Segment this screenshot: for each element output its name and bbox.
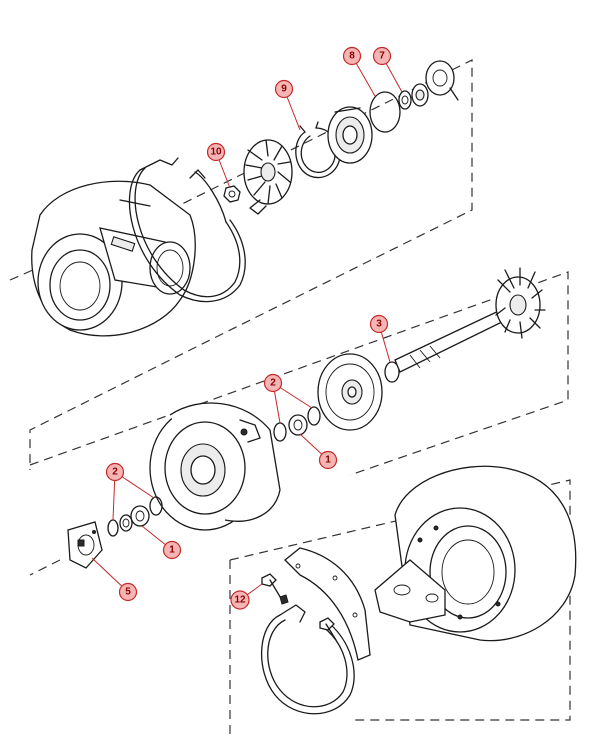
compressor-clamp-band <box>128 157 246 303</box>
callout-10: 10 <box>206 142 226 162</box>
callout-12: 12 <box>230 590 250 610</box>
callout-2-lower-label: 2 <box>112 467 118 478</box>
turbine-v-band-clamp <box>260 604 355 715</box>
compressor-insert <box>327 106 373 164</box>
callout-2-lower: 2 <box>105 462 125 482</box>
callout-5-label: 5 <box>125 587 131 598</box>
turbine-housing <box>374 465 577 642</box>
callout-7: 7 <box>372 46 392 66</box>
bearing-housing <box>149 402 281 531</box>
callout-12-label: 12 <box>234 595 246 606</box>
callout-1-lower: 1 <box>162 540 182 560</box>
compressor-housing <box>31 180 196 337</box>
thrust-collar <box>425 60 459 101</box>
callout-2-upper-label: 2 <box>270 378 276 389</box>
callout-9-label: 9 <box>281 84 287 95</box>
thrust-bearing <box>67 521 103 569</box>
callout-10-label: 10 <box>210 147 222 158</box>
callout-7-label: 7 <box>379 51 385 62</box>
heat-shield <box>317 353 383 431</box>
turbine-clamp-plate <box>284 547 371 661</box>
callout-2-upper: 2 <box>263 373 283 393</box>
middle-group-boundary <box>29 271 569 576</box>
journal-bearing-lower <box>107 496 163 537</box>
callout-8: 8 <box>342 46 362 66</box>
callout-1-upper-label: 1 <box>325 455 331 466</box>
callout-8-label: 8 <box>349 51 355 62</box>
o-ring <box>369 91 401 133</box>
compressor-wheel <box>243 139 293 215</box>
callout-3: 3 <box>369 314 389 334</box>
bolt <box>261 573 337 641</box>
piston-ring <box>384 361 400 383</box>
callout-3-label: 3 <box>376 319 382 330</box>
lower-group-boundary <box>229 479 571 735</box>
callout-9: 9 <box>274 79 294 99</box>
turbine-shaft-wheel <box>394 267 546 373</box>
compressor-nut <box>223 185 241 203</box>
callout-1-upper: 1 <box>318 450 338 470</box>
journal-bearing-upper <box>273 406 321 442</box>
callout-1-lower-label: 1 <box>169 545 175 556</box>
thrust-washer <box>398 83 429 110</box>
callout-5: 5 <box>118 582 138 602</box>
